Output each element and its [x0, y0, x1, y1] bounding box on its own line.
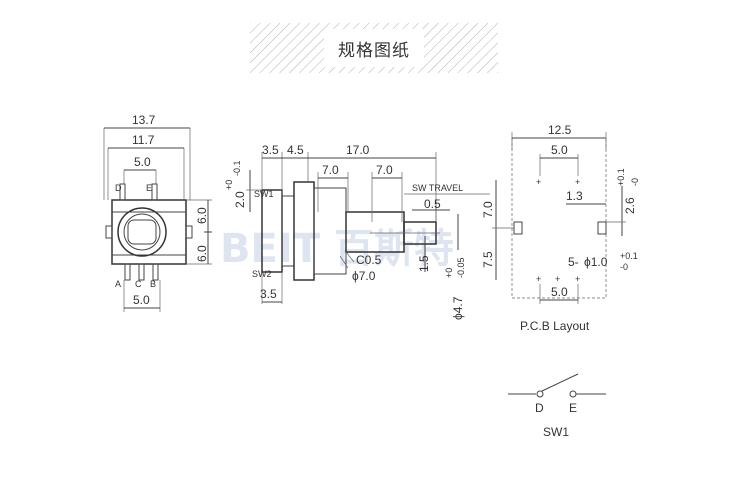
front-view: 13.7 11.7 5.0 D E 6.0 6.0 A C B 5.0: [103, 113, 212, 312]
dim-6-0-upper: 6.0: [195, 207, 209, 224]
svg-text:+: +: [536, 177, 541, 187]
dim-13-7: 13.7: [132, 113, 156, 127]
pcb-dim-7-0: 7.0: [481, 201, 495, 218]
switch-caption: SW1: [543, 425, 569, 439]
pcb-dim-2-6: 2.6: [623, 197, 637, 214]
page-title: 规格图纸: [338, 40, 410, 61]
shaft-tol-plus: +0: [444, 268, 454, 278]
dim-11-7: 11.7: [132, 133, 155, 147]
dim-7-0-a: 7.0: [322, 163, 339, 177]
sw-travel-label: SW TRAVEL: [412, 183, 463, 193]
pin-c-label: C: [135, 279, 142, 289]
pcb-dim-5-0-bottom: 5.0: [551, 285, 568, 299]
hatch-pattern: [250, 23, 498, 73]
svg-text:+: +: [555, 274, 560, 284]
switch-pin-e: E: [569, 401, 577, 415]
dim-1-5: 1.5: [417, 255, 431, 272]
dim-dia-7-0: ϕ7.0: [352, 269, 376, 283]
dim-17-0: 17.0: [346, 143, 370, 157]
dim-3-5-bottom: 3.5: [260, 287, 277, 301]
pcb-dim-tol-plus: +0.1: [616, 168, 626, 186]
pcb-layout: 12.5 5.0 + + + + + 7.0 7.5 5.0 1.3 2.6: [481, 123, 640, 333]
side-view: 3.5 4.5 17.0 7.0 7.0 2.0 +0 -0.1 SW1 SW2…: [224, 143, 490, 320]
pcb-dim-12-5: 12.5: [548, 123, 572, 137]
switch-schematic: D E SW1: [508, 373, 606, 439]
tol-minus-2-0: -0.1: [232, 160, 242, 176]
pcb-dim-5-0-top: 5.0: [551, 143, 568, 157]
dim-3-5-top: 3.5: [262, 143, 279, 157]
dim-4-5: 4.5: [287, 143, 304, 157]
pcb-hole-tol-minus: -0: [620, 262, 628, 272]
sw1-label: SW1: [254, 189, 274, 199]
pcb-holes: + + + + +: [536, 177, 580, 284]
pcb-hole-count: 5-: [568, 255, 579, 269]
svg-text:+: +: [575, 274, 580, 284]
svg-text:+: +: [575, 177, 580, 187]
tol-plus-2-0: +0: [224, 180, 234, 190]
dim-2-0: 2.0: [233, 191, 247, 208]
pcb-dim-1-3: 1.3: [566, 189, 583, 203]
pcb-hole-tol-plus: +0.1: [620, 251, 638, 261]
dim-6-0-lower: 6.0: [195, 245, 209, 262]
pin-a-label: A: [115, 279, 121, 289]
dim-5-0-bottom: 5.0: [133, 293, 150, 307]
watermark-text: BEIT 百斯特: [220, 226, 454, 272]
pin-e-label: E: [146, 183, 152, 193]
dim-c0-5: C0.5: [356, 253, 382, 267]
pcb-dim-tol-minus: -0: [630, 178, 640, 186]
dim-5-0-top: 5.0: [134, 155, 151, 169]
pcb-dim-7-5: 7.5: [481, 251, 495, 268]
dim-shaft-dia: ϕ4.7: [451, 296, 465, 320]
title-banner: 规格图纸: [250, 23, 498, 73]
dim-0-5: 0.5: [424, 197, 441, 211]
switch-pin-d: D: [535, 401, 544, 415]
pin-b-label: B: [150, 279, 156, 289]
svg-text:+: +: [536, 274, 541, 284]
pcb-hole-dia: ϕ1.0: [584, 255, 608, 269]
pin-d-label: D: [115, 183, 122, 193]
shaft-tol-minus: -0.05: [456, 257, 466, 278]
pcb-layout-caption: P.C.B Layout: [520, 319, 590, 333]
shaft-outer-circle: [117, 207, 167, 257]
dim-7-0-b: 7.0: [376, 163, 393, 177]
